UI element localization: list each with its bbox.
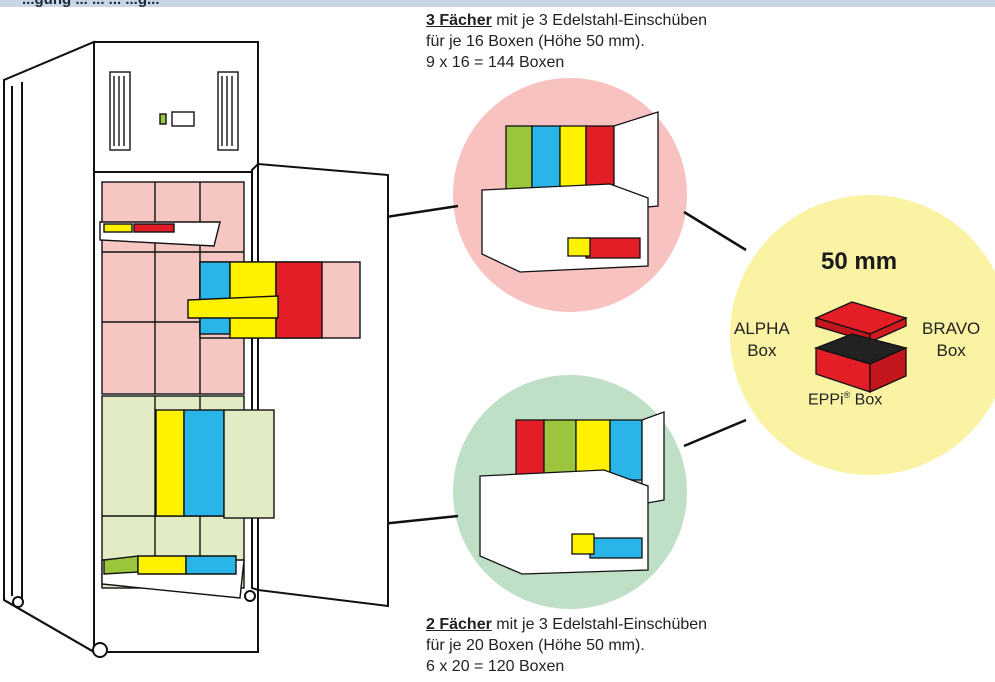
eppi-box-label: EPPi® Box	[808, 390, 882, 409]
upper-rack-illustration	[481, 111, 659, 273]
alpha-label-line2: Box	[747, 341, 777, 360]
lower-caption-highlight: 2 Fächer	[426, 616, 492, 633]
connector-lower-circle	[683, 418, 747, 448]
alpha-label-line1: ALPHA	[734, 319, 790, 338]
bravo-label-line1: BRAVO	[922, 319, 981, 338]
alpha-box-label: ALPHA Box	[734, 318, 790, 362]
vent-grilles	[109, 71, 239, 151]
lower-caption-line3: 6 x 20 = 120 Boxen	[426, 658, 565, 675]
upper-caption-line1: 3 Fächer mit je 3 Edelstahl-Einschüben	[426, 10, 707, 31]
header-title: ...gung ... ... ... ...g...	[22, 0, 160, 8]
box-height-label: 50 mm	[821, 248, 898, 275]
bravo-label-line2: Box	[936, 341, 966, 360]
upper-compartments	[99, 181, 361, 395]
eppi-name: EPPi	[808, 391, 844, 409]
lower-compartments	[101, 395, 275, 599]
lower-caption-line2: für je 20 Boxen (Höhe 50 mm).	[426, 637, 645, 654]
lower-rack-illustration	[479, 411, 665, 575]
eppi-suffix: Box	[850, 391, 883, 409]
header-bar	[0, 0, 995, 7]
lower-rack-caption: 2 Fächer mit je 3 Edelstahl-Einschüben f…	[426, 614, 707, 677]
eppi-registered-mark: ®	[843, 390, 851, 400]
upper-rack-caption: 3 Fächer mit je 3 Edelstahl-Einschüben f…	[426, 10, 707, 73]
connector-upper-circle	[683, 210, 747, 252]
lower-caption-line1: 2 Fächer mit je 3 Edelstahl-Einschüben	[426, 614, 707, 635]
upper-caption-line3: 9 x 16 = 144 Boxen	[426, 54, 565, 71]
lower-caption-line1-rest: mit je 3 Edelstahl-Einschüben	[491, 616, 708, 633]
upper-caption-highlight: 3 Fächer	[426, 12, 492, 29]
upper-caption-line1-rest: mit je 3 Edelstahl-Einschüben	[491, 12, 708, 29]
upper-caption-line2: für je 16 Boxen (Höhe 50 mm).	[426, 33, 645, 50]
bravo-box-label: BRAVO Box	[922, 318, 980, 362]
storage-box-illustration	[813, 301, 908, 394]
